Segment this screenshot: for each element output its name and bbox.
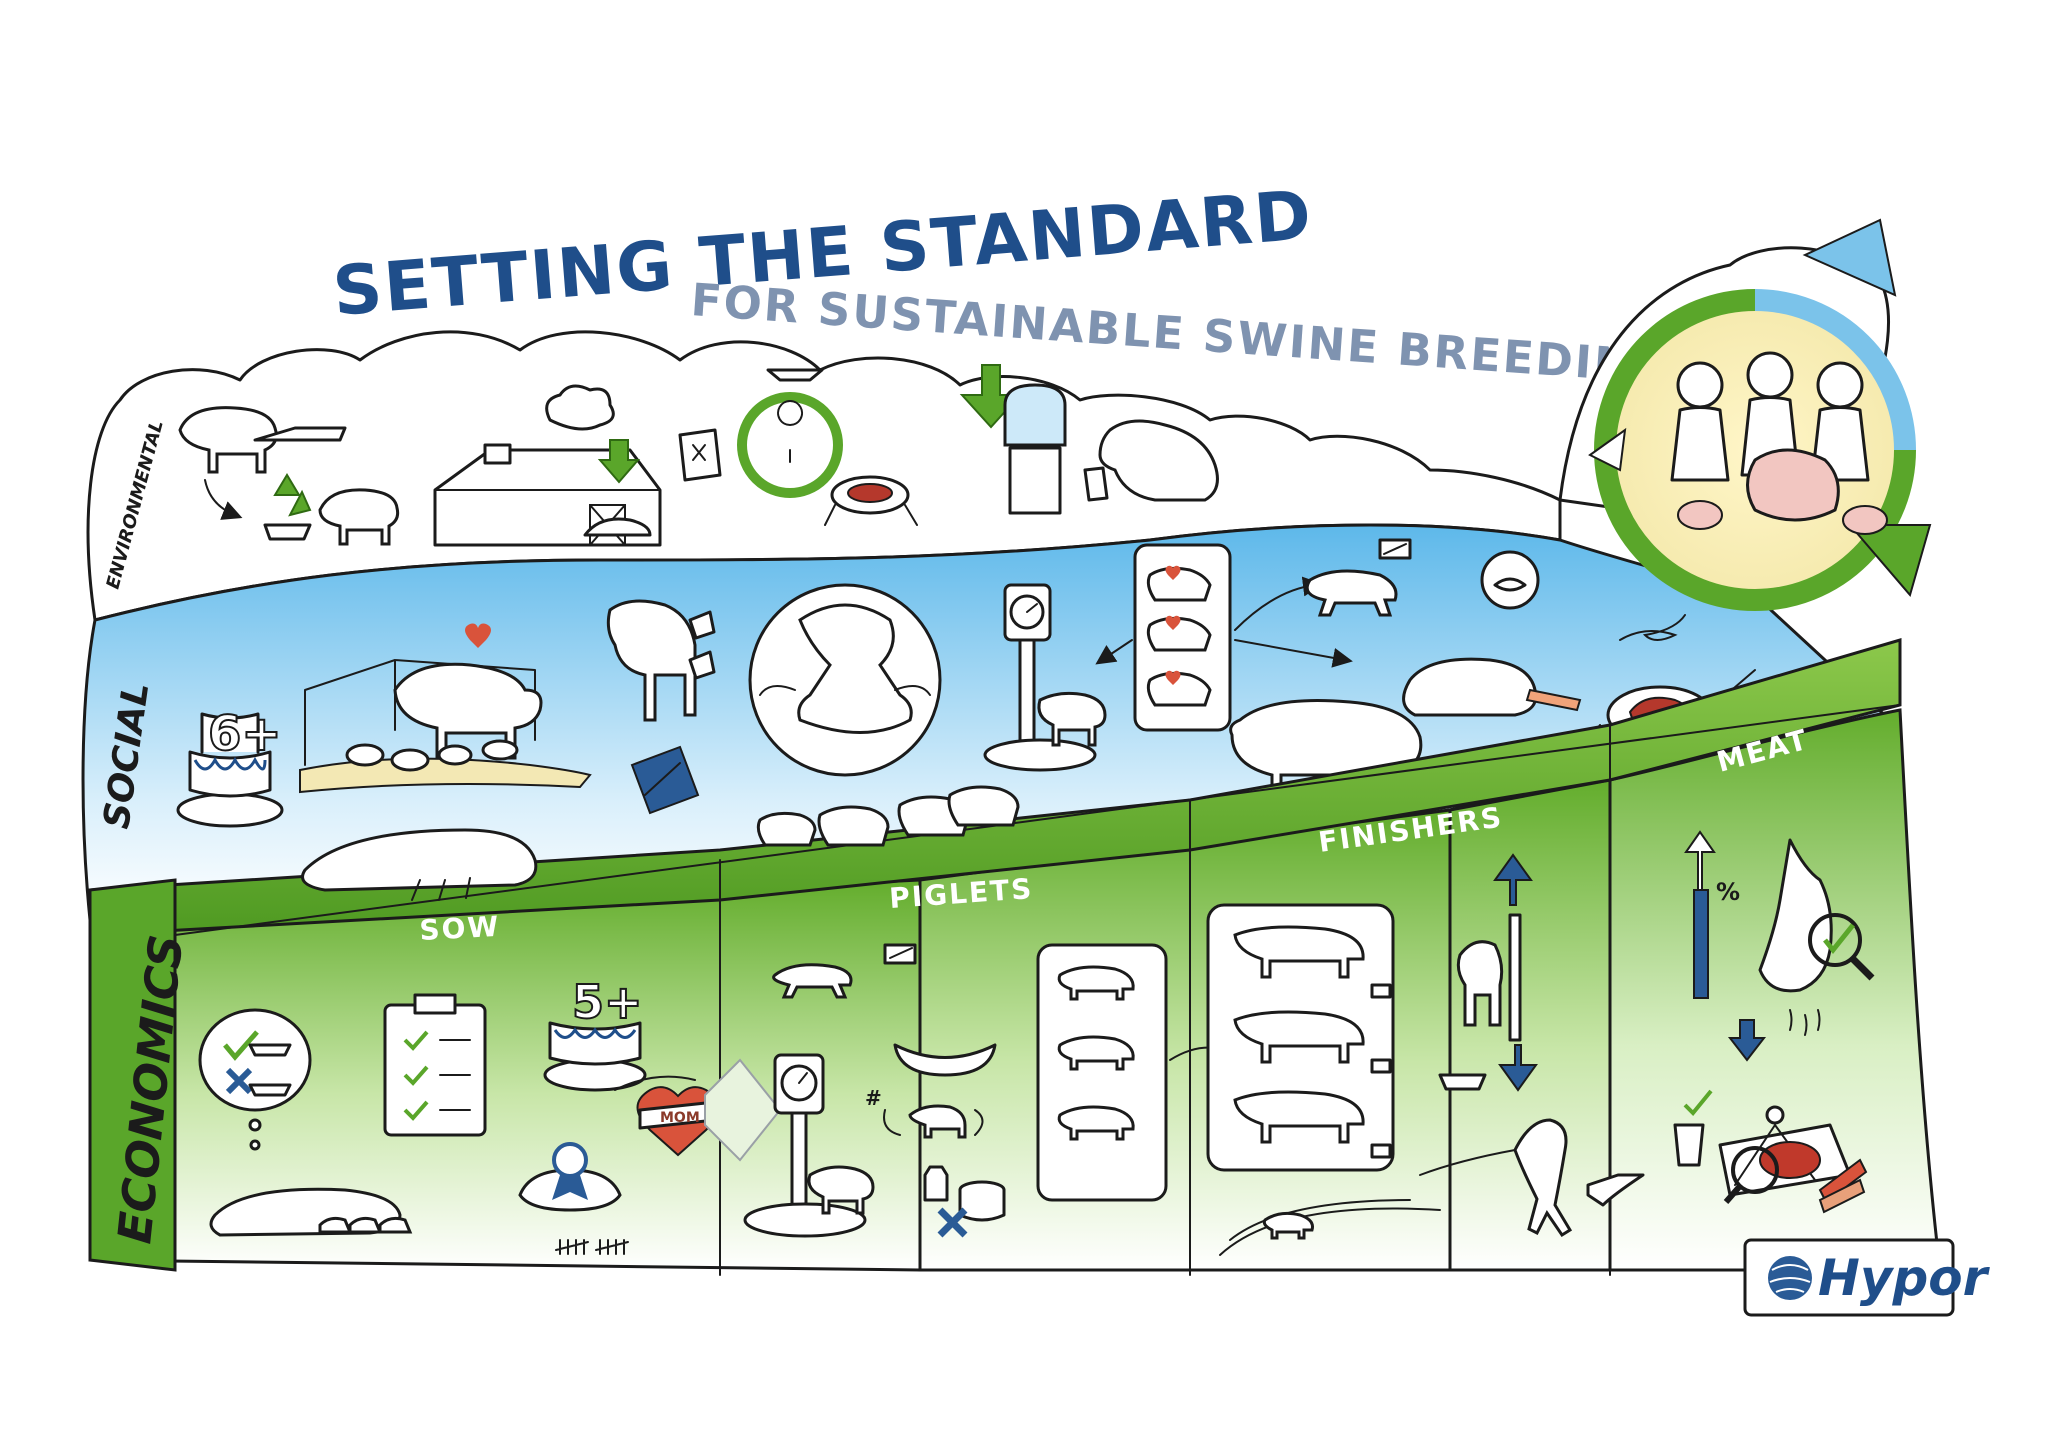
healthy-pig-thumbs-up-icon	[606, 599, 716, 815]
feed-choice-thought-icon	[198, 1008, 312, 1151]
checklist-icon	[383, 993, 487, 1137]
local-sourcing-icon	[678, 368, 918, 526]
nursing-sow-icon	[209, 1187, 413, 1237]
piglet-scale-icon	[743, 1053, 875, 1238]
meat-analysis-icon	[1673, 1089, 1868, 1214]
economics-band: ECONOMICS SOW PIGLETS FINISHERS MEAT	[88, 637, 1942, 1276]
percent-mark: %	[1716, 878, 1740, 906]
heart-tattoo-text: MOM	[660, 1110, 700, 1126]
weak-piglet-icon	[772, 943, 917, 999]
logo-wordmark: Hypor	[1818, 1249, 1991, 1307]
milk-supplement-icon	[923, 1165, 1006, 1238]
water-use-icon	[959, 364, 1219, 515]
stage-label-sow: SOW	[419, 910, 501, 947]
meat-quality-arrow-icon	[1727, 1019, 1767, 1062]
finisher-pen-icon	[1206, 903, 1395, 1172]
sick-pig-icon	[1305, 538, 1582, 717]
piglet-grouping-pen-icon	[1036, 943, 1252, 1202]
cake-economics-icon: 5+	[543, 974, 647, 1092]
heart-tattoo-icon: MOM	[614, 1058, 782, 1162]
lying-sow-icon	[301, 785, 1020, 901]
cake-longevity-icon: 6+	[176, 705, 284, 828]
carcass-inspection-icon	[1758, 838, 1875, 1036]
lean-meat-percentage-icon: %	[1684, 830, 1740, 999]
environmental-band: ENVIRONMENTAL	[86, 330, 1562, 622]
feed-intake-arrows-icon	[1438, 853, 1538, 1092]
barn-emissions-icon	[433, 384, 662, 547]
brand-logo: Hypor	[1743, 1238, 1991, 1317]
free-sow-pen-icon	[299, 623, 592, 794]
weighing-scale-icon	[983, 583, 1107, 772]
award-ribbon-icon	[518, 1142, 629, 1255]
cake-economics-number: 5+	[572, 975, 643, 1029]
running-track-icon	[1219, 1118, 1645, 1256]
circular-lifecycle-icon	[1558, 218, 1932, 611]
stress-free-pig-icon	[748, 583, 942, 777]
sorting-pen-icon	[1095, 543, 1353, 732]
cake-social-number: 6+	[208, 706, 282, 762]
hash-mark-left: #	[865, 1086, 882, 1110]
feed-efficiency-icon	[178, 406, 400, 546]
udder-uniformity-icon: #	[865, 1043, 997, 1139]
